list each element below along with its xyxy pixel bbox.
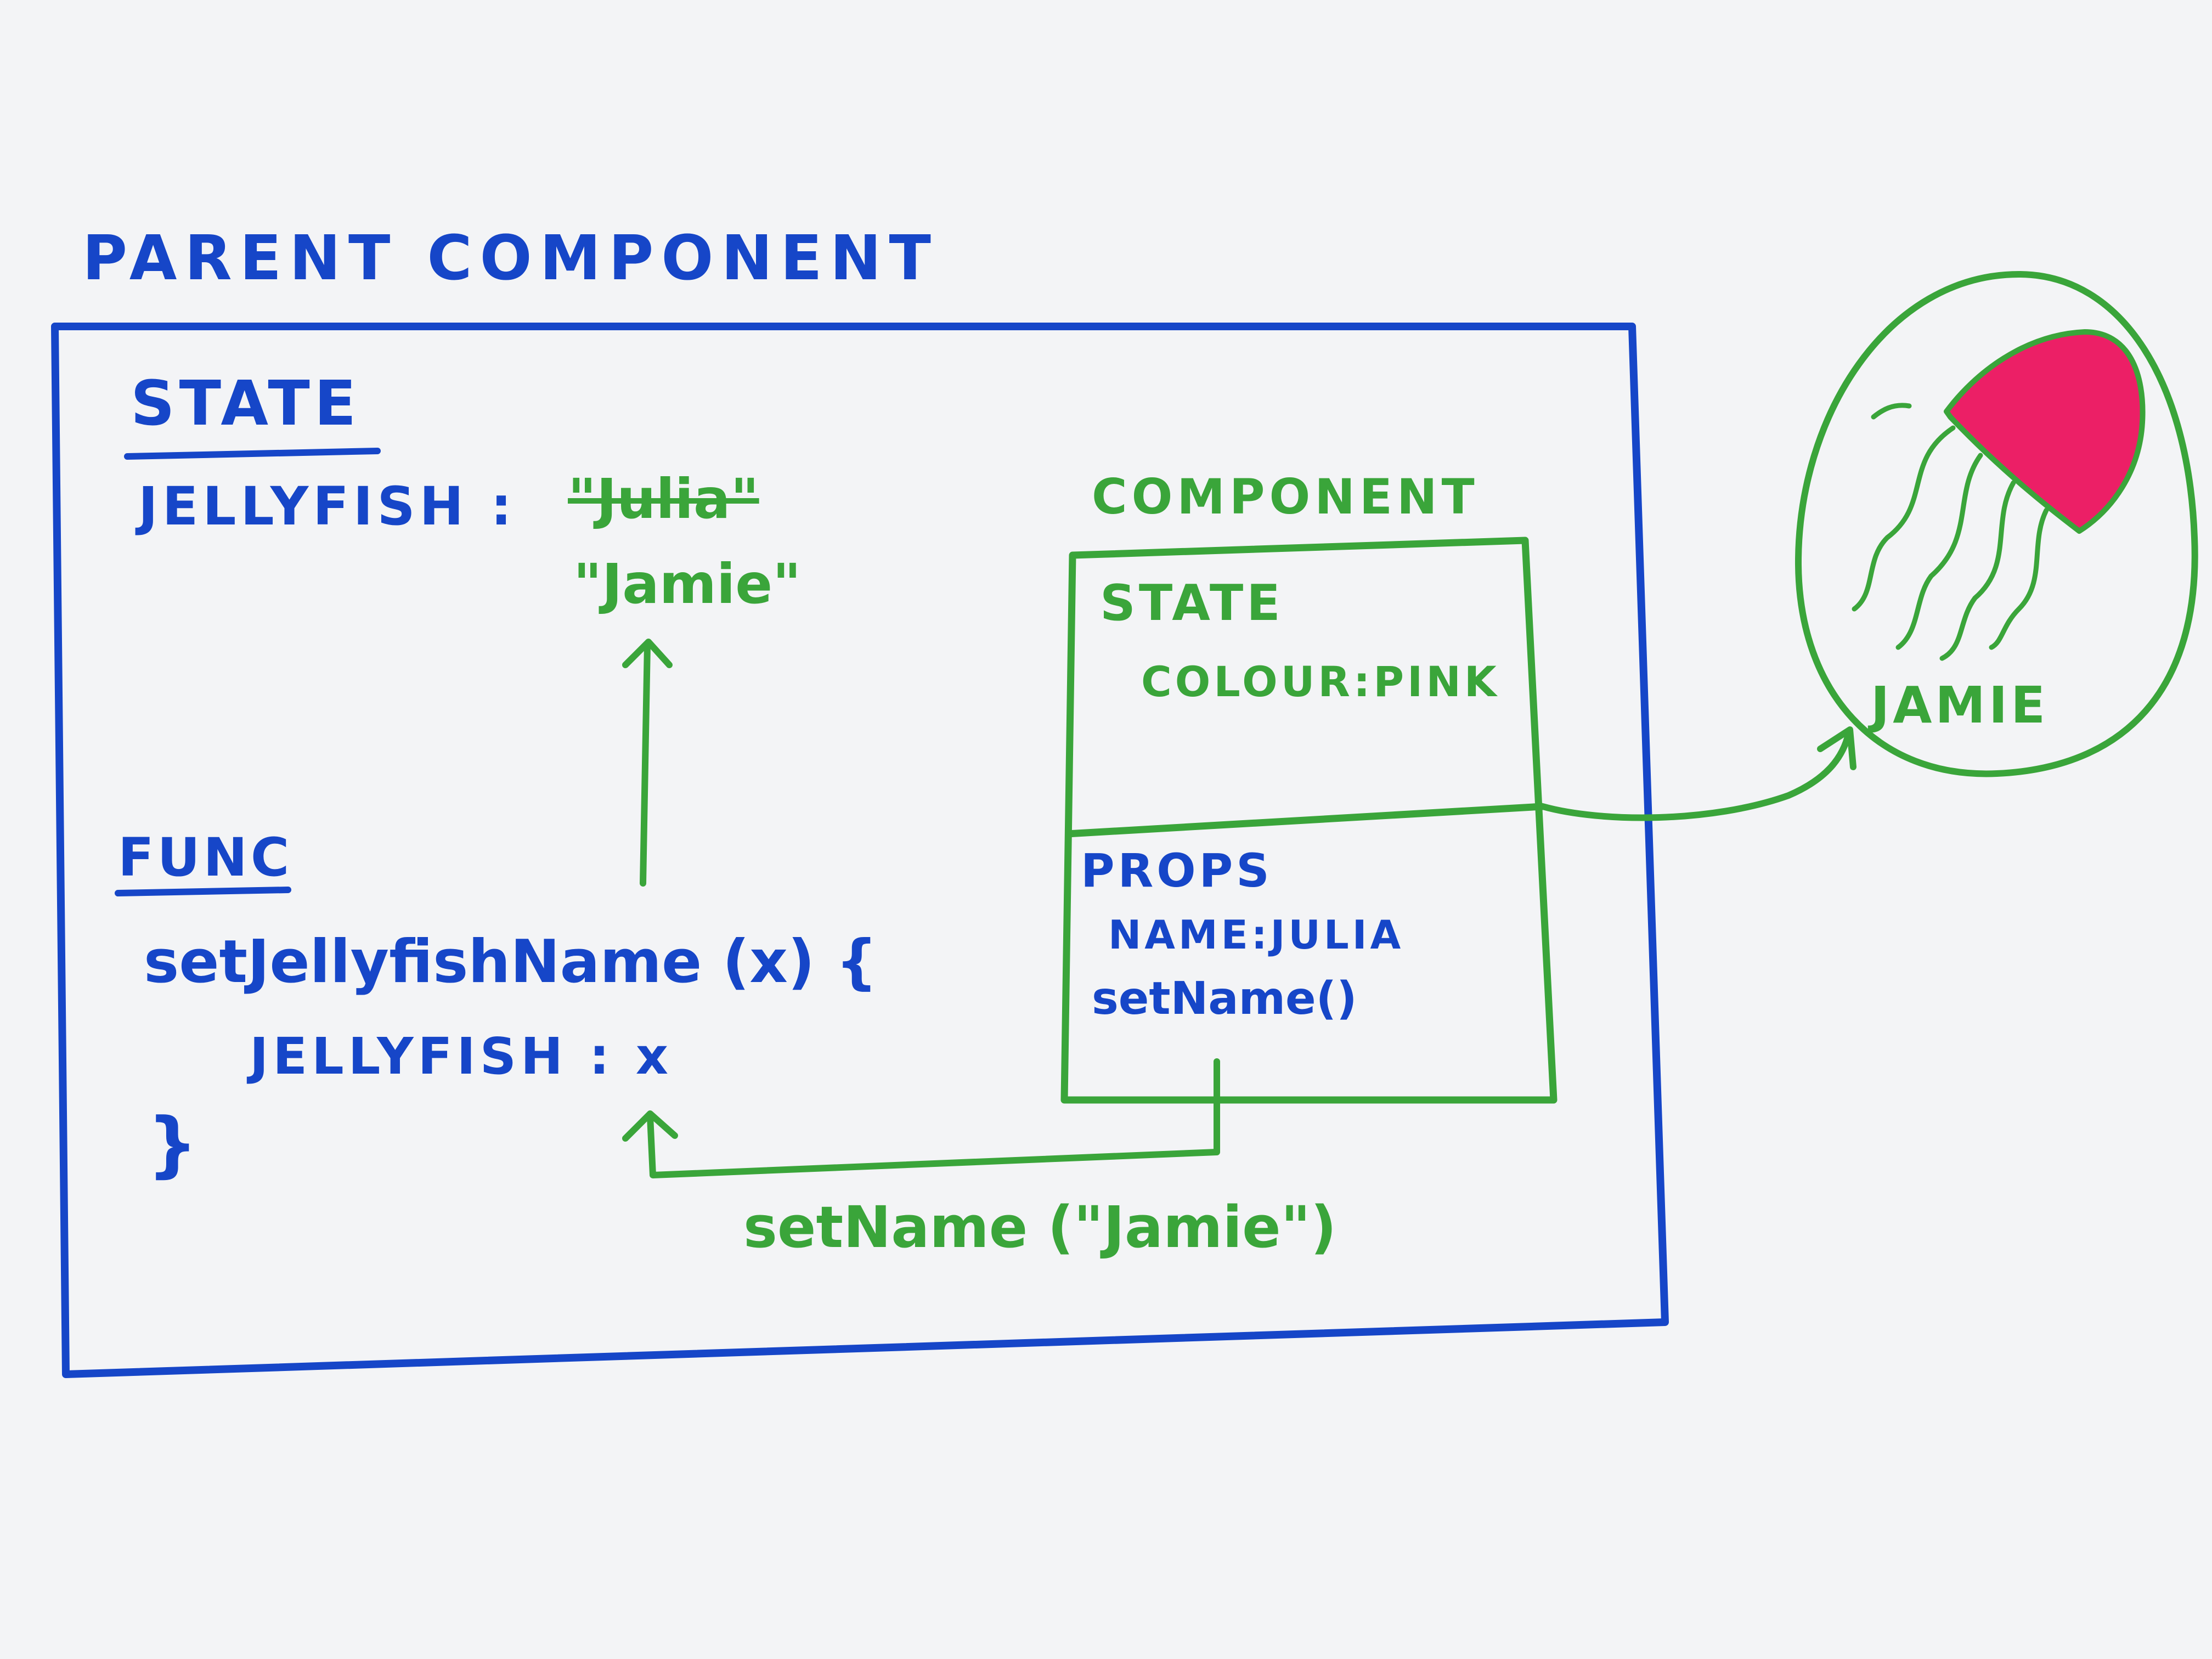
- jellyfish-tentacle: [1989, 507, 2049, 650]
- component-title: COMPONENT: [1092, 469, 1479, 525]
- update-state-arrow: [640, 641, 651, 887]
- props-name: NAME:JULIA: [1108, 912, 1404, 958]
- props-setter: setName(): [1092, 973, 1357, 1025]
- jellyfish-tentacle: [1852, 425, 1956, 612]
- component-state-heading: STATE: [1100, 574, 1284, 632]
- state-new-value: "Jamie": [573, 552, 802, 616]
- jellyfish-tentacle: [1895, 453, 1983, 650]
- func-underline: [115, 887, 291, 896]
- component-divider: [1066, 803, 1543, 838]
- state-old-value: "Julia": [568, 467, 759, 531]
- func-close-brace: }: [147, 1102, 198, 1186]
- jellyfish-tentacle: [1871, 403, 1912, 420]
- state-underline: [124, 448, 381, 460]
- output-bubble: [1795, 270, 2198, 777]
- parent-component-title: PARENT COMPONENT: [82, 223, 939, 294]
- parent-state-heading: STATE: [131, 368, 361, 439]
- func-heading: FUNC: [118, 827, 293, 888]
- child-component-box: [1060, 537, 1558, 1104]
- render-arrowhead: [1817, 726, 1857, 770]
- callback-arrowhead: [622, 1110, 678, 1142]
- func-body: JELLYFISH : x: [250, 1027, 673, 1086]
- jellyfish-icon: [1852, 329, 2146, 661]
- set-name-call-label: setName ("Jamie"): [743, 1194, 1337, 1261]
- parent-component-box: [51, 323, 1669, 1378]
- func-signature: setJellyfishName (x) {: [144, 928, 878, 996]
- parent-state-key: JELLYFISH :: [138, 476, 516, 537]
- callback-arrow: [647, 1058, 1220, 1178]
- jellyfish-tentacle: [1939, 480, 2016, 661]
- props-heading: PROPS: [1081, 844, 1273, 898]
- render-arrow: [1539, 729, 1852, 821]
- update-state-arrowhead: [622, 639, 673, 668]
- jellyfish-bell: [1944, 329, 2146, 534]
- component-state-value: COLOUR:PINK: [1141, 657, 1500, 706]
- output-label: JAMIE: [1871, 676, 2049, 735]
